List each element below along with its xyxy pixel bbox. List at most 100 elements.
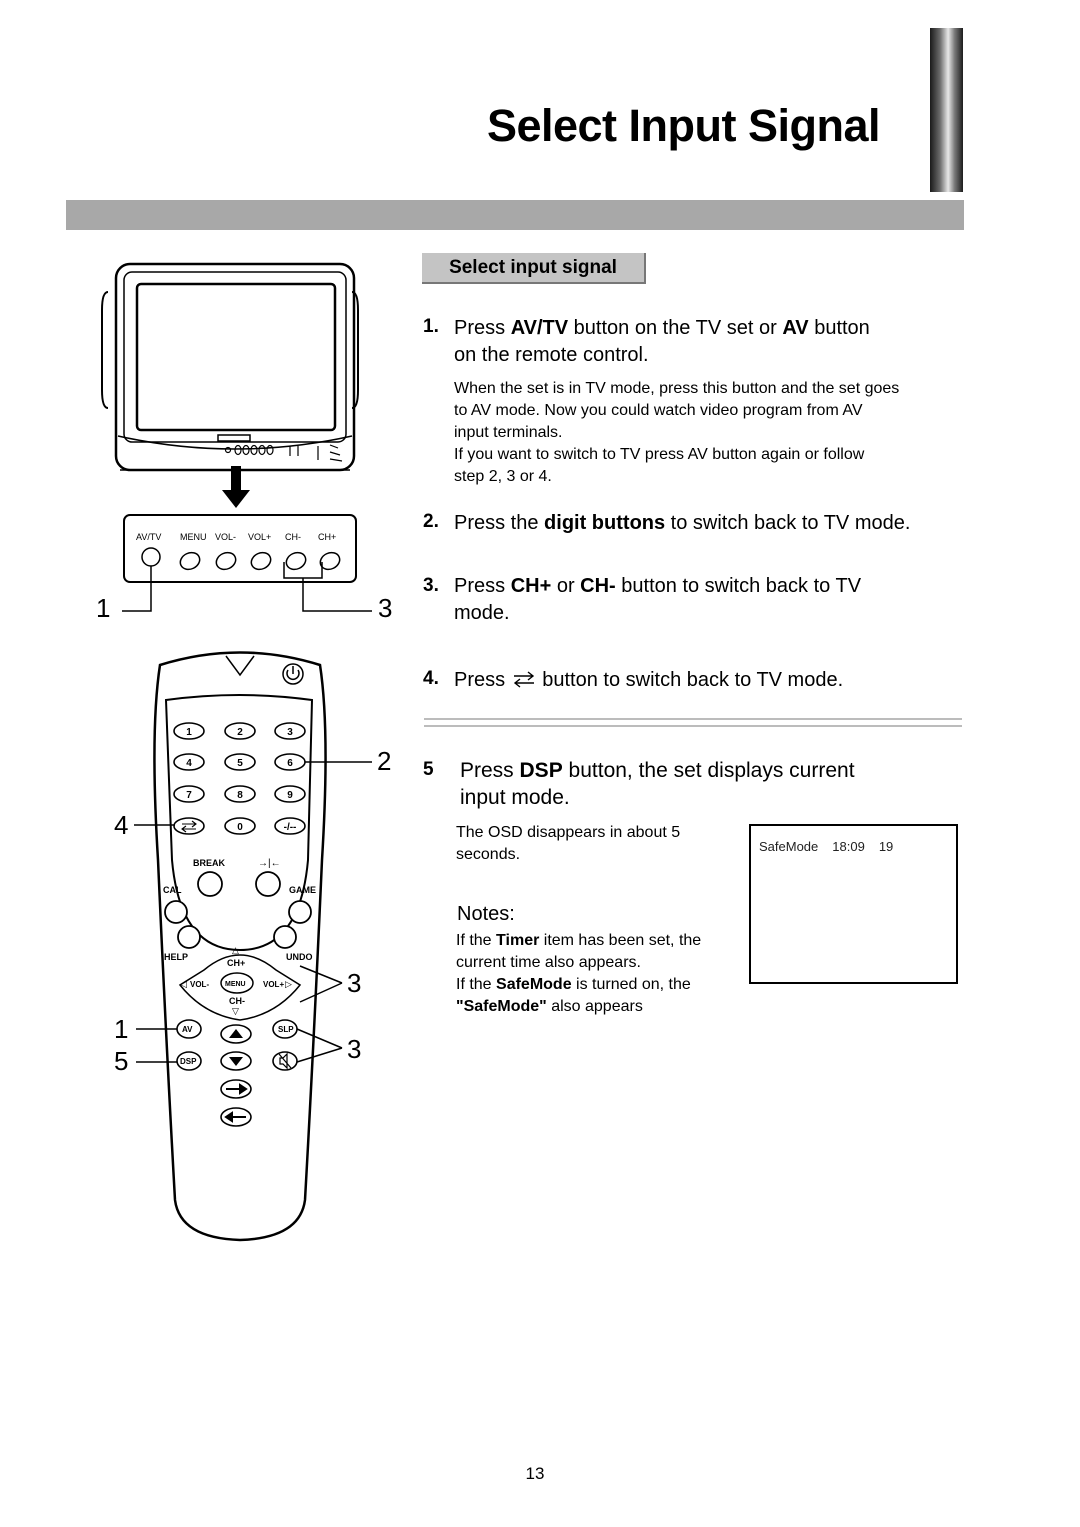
callout-remote-1: 1	[114, 1014, 128, 1044]
right-triangle-icon: ▷	[285, 979, 292, 989]
digit-button[interactable]	[173, 722, 205, 740]
decorative-side-bar	[930, 28, 963, 192]
step-1-detail: When the set is in TV mode, press this b…	[454, 378, 974, 488]
digit-label: 5	[237, 758, 243, 769]
digit-label: 0	[237, 822, 243, 833]
digit-button[interactable]	[274, 817, 306, 835]
step-1-detail-line: When the set is in TV mode, press this b…	[454, 380, 900, 397]
step-2-pre: Press the	[454, 512, 545, 534]
undo-label: UNDO	[286, 952, 313, 962]
cal-label: CAL	[163, 885, 182, 895]
digit-button[interactable]	[224, 722, 256, 740]
digit-label: 6	[287, 758, 293, 769]
note-2-pre: If the	[456, 976, 497, 993]
step-5-post: button, the set displays current	[562, 759, 855, 782]
slp-label: SLP	[278, 1025, 294, 1034]
step-1-detail-line: to AV mode. Now you could watch video pr…	[454, 402, 863, 419]
digit-label: 7	[186, 790, 192, 801]
step-4-post: button to switch back to TV mode.	[536, 669, 844, 691]
game-label: GAME	[289, 885, 316, 895]
digit-button[interactable]	[274, 722, 306, 740]
step-4-pre: Press	[454, 669, 511, 691]
swap-button[interactable]	[173, 817, 205, 835]
osd-channel: 19	[878, 839, 894, 854]
notes-heading: Notes:	[457, 903, 515, 925]
game-button[interactable]	[288, 900, 312, 924]
page-number: 13	[525, 1464, 545, 1483]
osd-readout: SafeMode 18:09 19	[759, 839, 893, 854]
step-1-line2: on the remote control.	[454, 344, 649, 366]
digit-button[interactable]	[173, 785, 205, 803]
digit-button[interactable]	[274, 785, 306, 803]
tv-control-panel	[123, 514, 357, 583]
panel-label-vol-minus: VOL-	[215, 532, 236, 542]
break-button[interactable]	[197, 871, 223, 897]
step-5-number: 5	[423, 759, 434, 780]
hold-icon: →|←	[258, 858, 281, 869]
help-label: HELP	[164, 952, 188, 962]
callout-line-3	[302, 578, 372, 612]
note-2-post2: also appears	[546, 998, 643, 1015]
step-1-number: 1.	[423, 316, 439, 337]
step-3-post: button to switch back to TV	[615, 575, 862, 597]
arrow-down-icon	[229, 1057, 243, 1066]
tv-set-illustration	[101, 262, 359, 472]
callout-remote-3b: 3	[347, 1034, 361, 1064]
osd-time: 18:09	[832, 839, 865, 854]
cal-button[interactable]	[164, 900, 188, 924]
down-triangle-icon: ▽	[232, 1006, 239, 1016]
remote-control	[153, 651, 327, 1242]
ch-plus-label: CH+	[227, 958, 245, 968]
undo-button[interactable]	[273, 925, 297, 949]
callout-remote-3a: 3	[347, 968, 361, 998]
step-1-detail-line: input terminals.	[454, 424, 563, 441]
menu-button[interactable]	[220, 972, 254, 994]
step-5-bold: DSP	[519, 759, 563, 782]
section-label: Select input signal	[449, 257, 617, 278]
note-1-line2: current time also appears.	[456, 954, 641, 971]
step-2-number: 2.	[423, 511, 439, 532]
menu-label: MENU	[225, 981, 246, 988]
digit-button[interactable]	[224, 817, 256, 835]
down-arrow	[222, 466, 250, 508]
digit-label: -/--	[284, 822, 297, 833]
step-3-bold-chplus: CH+	[510, 575, 552, 597]
ch-minus-label: CH-	[229, 996, 245, 1006]
step-1-mid: button on the TV set or	[568, 317, 783, 339]
arrow-right-icon	[226, 1083, 248, 1095]
av-label: AV	[182, 1025, 193, 1034]
callout-line-1	[122, 566, 152, 612]
swap-arrows-icon	[181, 820, 197, 833]
help-button[interactable]	[177, 925, 201, 949]
callout-remote-5: 5	[114, 1046, 128, 1076]
step-3-mid: or	[551, 575, 581, 597]
dsp-label: DSP	[180, 1057, 197, 1066]
osd-note-line: seconds.	[456, 846, 521, 863]
panel-label-vol-plus: VOL+	[248, 532, 271, 542]
step-5-line2: input mode.	[460, 786, 570, 809]
break-label: BREAK	[193, 858, 226, 868]
step-4-number: 4.	[423, 668, 439, 689]
dsp-button[interactable]	[176, 1051, 202, 1071]
osd-mode: SafeMode	[759, 839, 819, 854]
step-2-text: Press the digit buttons to switch back t…	[454, 510, 994, 537]
digit-label: 1	[186, 727, 192, 738]
step-3-line2: mode.	[454, 602, 510, 624]
digit-label: 9	[287, 790, 293, 801]
step-2-bold: digit buttons	[544, 512, 666, 534]
step-3-text: Press CH+ or CH- button to switch back t…	[454, 573, 974, 627]
note-1-bold: Timer	[496, 932, 540, 949]
hold-button[interactable]	[255, 871, 281, 897]
remote-callout-lines	[134, 761, 372, 1063]
digit-label: 3	[287, 727, 293, 738]
digit-button[interactable]	[224, 753, 256, 771]
osd-note: The OSD disappears in about 5 seconds.	[456, 822, 736, 866]
digit-label: 2	[237, 727, 243, 738]
digit-button[interactable]	[173, 753, 205, 771]
digit-button[interactable]	[224, 785, 256, 803]
step-1-bold-avtv: AV/TV	[510, 317, 569, 339]
power-icon	[282, 663, 304, 685]
mute-icon	[278, 1052, 292, 1070]
callout-tv-3: 3	[378, 593, 392, 623]
